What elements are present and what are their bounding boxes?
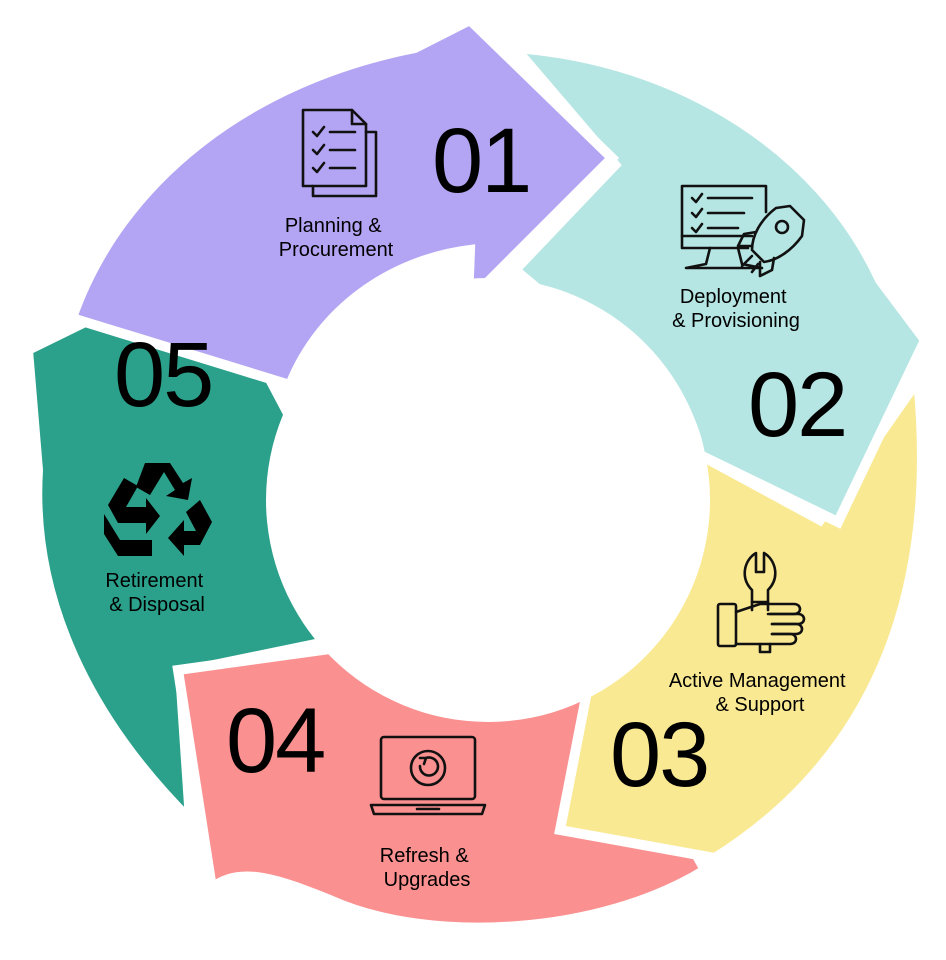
center-circle <box>266 278 710 722</box>
step-number-04: 04 <box>226 690 324 792</box>
step-number-05: 05 <box>114 324 212 426</box>
step-label-02: Deployment & Provisioning <box>672 286 800 332</box>
step-label-04: Refresh & Upgrades <box>380 845 475 891</box>
step-label-05: Retirement & Disposal <box>105 570 208 616</box>
monitor-rocket-icon <box>680 184 806 278</box>
recycle-icon <box>104 463 212 556</box>
segment-arrow-01 <box>65 13 620 392</box>
step-number-01: 01 <box>432 110 530 212</box>
step-number-02: 02 <box>748 354 846 456</box>
hand-wrench-icon <box>716 551 806 654</box>
step-number-03: 03 <box>610 704 708 806</box>
step-label-01: Planning & Procurement <box>279 215 394 261</box>
step-label-03: Active Management & Support <box>669 670 851 716</box>
laptop-refresh-icon <box>369 735 487 816</box>
checklist-document-icon <box>301 108 378 198</box>
